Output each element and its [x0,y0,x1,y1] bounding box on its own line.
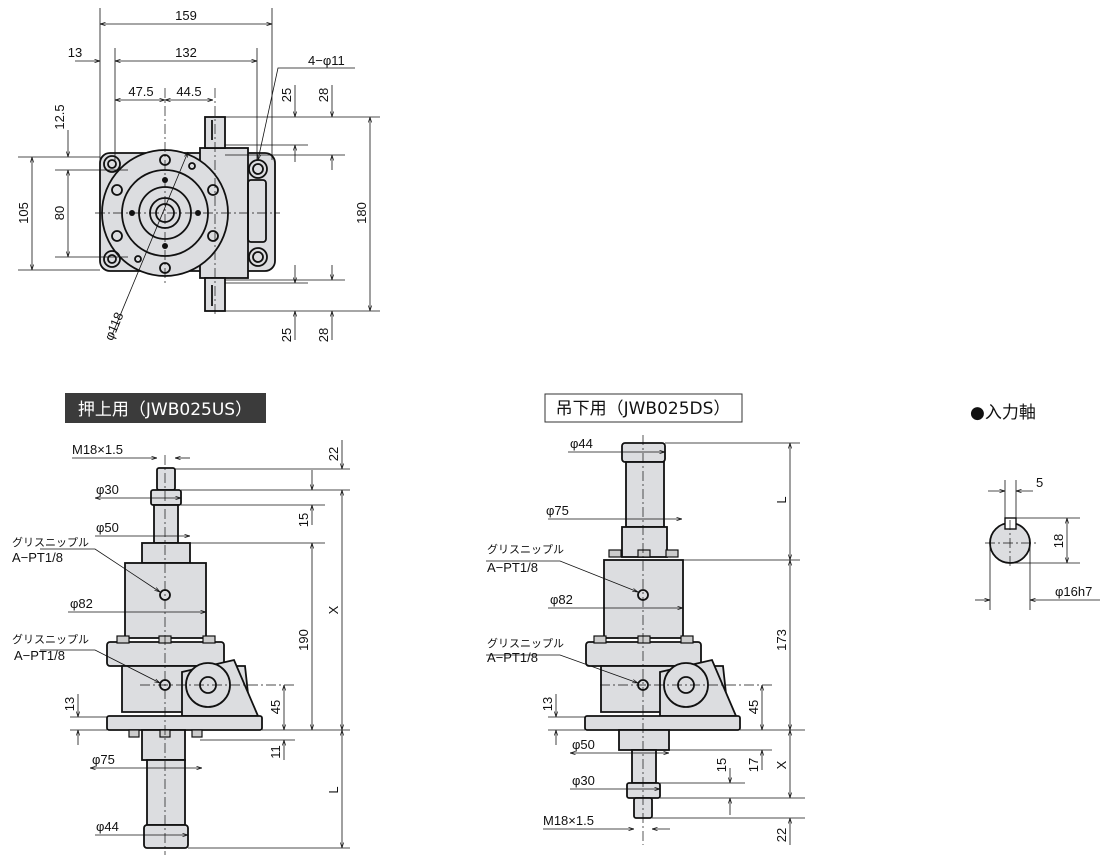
dim-180: 180 [354,202,369,224]
suspended-view: 吊下用（JWB025DS） [486,393,805,845]
shaft-diameter: φ16h7 [1055,584,1092,599]
us-d82: φ82 [70,596,93,611]
us-v190: 190 [296,629,311,651]
ds-v17: 17 [746,758,761,772]
dim-80: 80 [52,206,67,220]
dim-132: 132 [175,45,197,60]
ds-d50: φ50 [572,737,595,752]
us-thread-label: M18×1.5 [72,442,123,457]
ds-d30: φ30 [572,773,595,788]
ds-v15: 15 [714,758,729,772]
suspended-title: 吊下用（JWB025DS） [556,399,731,419]
us-grease2-label: グリスニップル [12,632,89,646]
ds-v22: 22 [774,828,789,842]
push-up-title: 押上用（JWB025US） [78,400,252,420]
dim-holes: 4−φ11 [308,53,345,68]
dim-12-5: 12.5 [52,104,67,129]
us-vL: L [326,786,341,793]
dim-bottom-25: 25 [279,328,294,342]
dim-top-28: 28 [316,88,331,102]
dim-44-5: 44.5 [176,84,201,99]
us-d44: φ44 [96,819,119,834]
dim-105: 105 [16,202,31,224]
ds-v45: 45 [746,700,761,714]
ds-d82: φ82 [550,592,573,607]
us-grease2-spec: A−PT1/8 [14,648,65,663]
dim-bottom-28: 28 [316,328,331,342]
dim-159: 159 [175,8,197,23]
dim-47-5: 47.5 [128,84,153,99]
top-view: 159 13 132 47.5 44.5 12.5 105 80 180 25 … [16,8,380,343]
ds-vX: X [774,760,789,769]
dim-top-25: 25 [279,88,294,102]
ds-d75: φ75 [546,503,569,518]
key-height-18: 18 [1051,534,1066,548]
dim-flange-118: φ118 [101,310,126,343]
us-v45: 45 [268,700,283,714]
push-up-title-box [65,393,266,423]
us-v13: 13 [62,697,77,711]
us-grease1-spec: A−PT1/8 [12,550,63,565]
us-v22: 22 [326,447,341,461]
us-v11: 11 [268,745,283,759]
key-width: 5 [1036,475,1043,490]
ds-grease2-label: グリスニップル [487,636,564,650]
ds-thread-label: M18×1.5 [543,813,594,828]
ds-grease1-spec: A−PT1/8 [487,560,538,575]
push-up-view: 押上用（JWB025US） [12,393,350,855]
us-vX: X [326,605,341,614]
ds-v173: 173 [774,629,789,651]
us-grease1-label: グリスニップル [12,535,89,549]
ds-grease2-spec: A−PT1/8 [487,650,538,665]
us-d50: φ50 [96,520,119,535]
key-slot [1004,517,1017,530]
suspended-title-box [544,393,743,423]
input-shaft-view: ●入力軸 5 18 φ16h7 [970,403,1100,610]
ds-grease1-label: グリスニップル [487,542,564,556]
ds-v13: 13 [540,697,555,711]
us-d75: φ75 [92,752,115,767]
input-shaft-title: ●入力軸 [970,403,1036,423]
ds-d44: φ44 [570,436,593,451]
us-d30: φ30 [96,482,119,497]
dim-13: 13 [68,45,82,60]
ds-vL: L [774,496,789,503]
us-v15: 15 [296,513,311,527]
